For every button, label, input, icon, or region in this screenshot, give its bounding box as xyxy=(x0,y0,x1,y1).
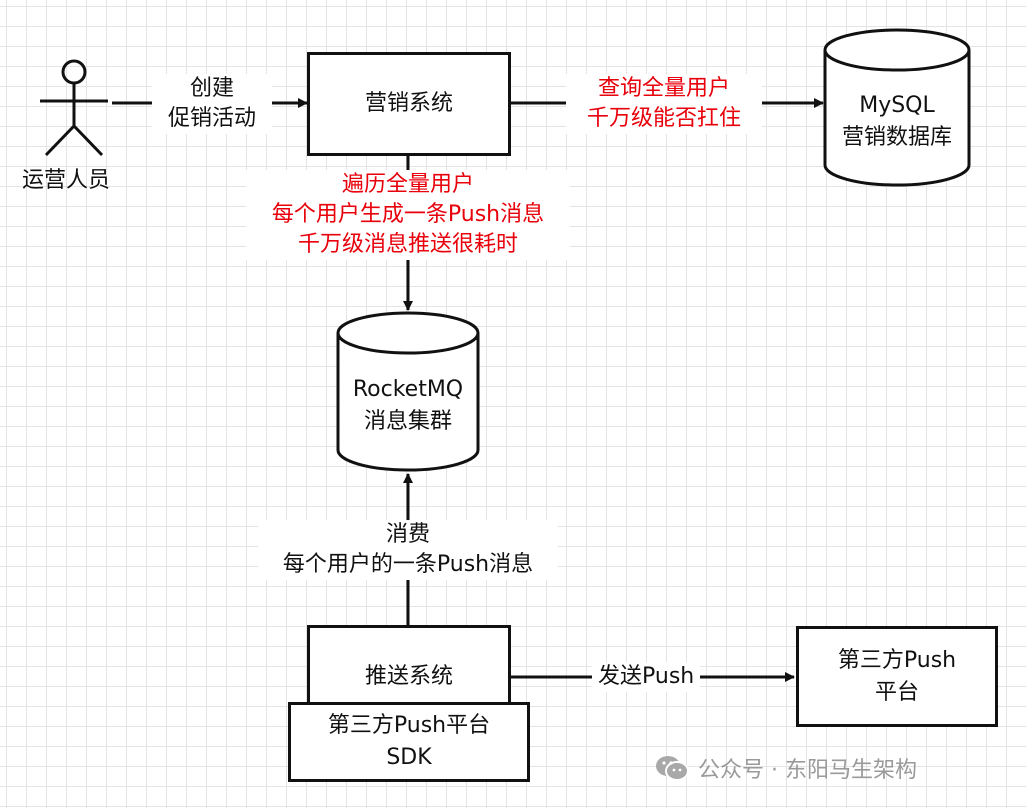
traverse-line-1: 遍历全量用户 xyxy=(341,172,474,197)
actor-icon xyxy=(40,59,108,157)
sdk-line-2: SDK xyxy=(386,745,432,770)
consume-label: 消费 每个用户的一条Push消息 xyxy=(258,520,558,580)
marketing-system-label: 营销系统 xyxy=(364,91,453,116)
create-activity-line-2: 促销活动 xyxy=(167,106,256,131)
traverse-label: 遍历全量用户 每个用户生成一条Push消息 千万级消息推送很耗时 xyxy=(246,170,570,260)
mysql-line-2: 营销数据库 xyxy=(841,125,952,150)
marketing-system-box: 营销系统 xyxy=(307,52,511,156)
rocketmq-cylinder-shape xyxy=(336,311,480,472)
sdk-box: 第三方Push平台 SDK xyxy=(288,702,530,782)
push-system-label: 推送系统 xyxy=(364,664,453,689)
watermark: 公众号 · 东阳马生架构 xyxy=(654,750,917,786)
rocketmq-cluster: RocketMQ 消息集群 xyxy=(338,356,478,456)
mysql-line-1: MySQL xyxy=(859,93,935,118)
third-party-line-1: 第三方Push xyxy=(837,647,957,673)
rocketmq-line-2: 消息集群 xyxy=(363,409,452,434)
wechat-icon xyxy=(656,756,689,781)
consume-line-2: 每个用户的一条Push消息 xyxy=(282,552,534,577)
third-party-line-2: 平台 xyxy=(874,679,919,705)
create-activity-label: 创建 促销活动 xyxy=(152,74,272,134)
actor-label: 运营人员 xyxy=(22,168,111,193)
third-party-push-box: 第三方Push 平台 xyxy=(796,626,998,727)
create-activity-line-1: 创建 xyxy=(189,76,234,101)
traverse-line-2: 每个用户生成一条Push消息 xyxy=(271,202,545,227)
sdk-line-1: 第三方Push平台 xyxy=(327,713,491,738)
mysql-cylinder-shape xyxy=(823,28,971,187)
rocketmq-line-1: RocketMQ xyxy=(352,377,464,402)
consume-line-1: 消费 xyxy=(385,522,430,547)
query-users-label: 查询全量用户 千万级能否扛住 xyxy=(566,74,762,134)
query-users-line-1: 查询全量用户 xyxy=(597,76,730,101)
query-users-line-2: 千万级能否扛住 xyxy=(586,106,741,131)
send-push-label: 发送Push xyxy=(592,662,701,692)
mysql-database: MySQL 营销数据库 xyxy=(825,72,969,172)
watermark-text: 公众号 · 东阳马生架构 xyxy=(698,758,917,783)
traverse-line-3: 千万级消息推送很耗时 xyxy=(297,232,518,257)
